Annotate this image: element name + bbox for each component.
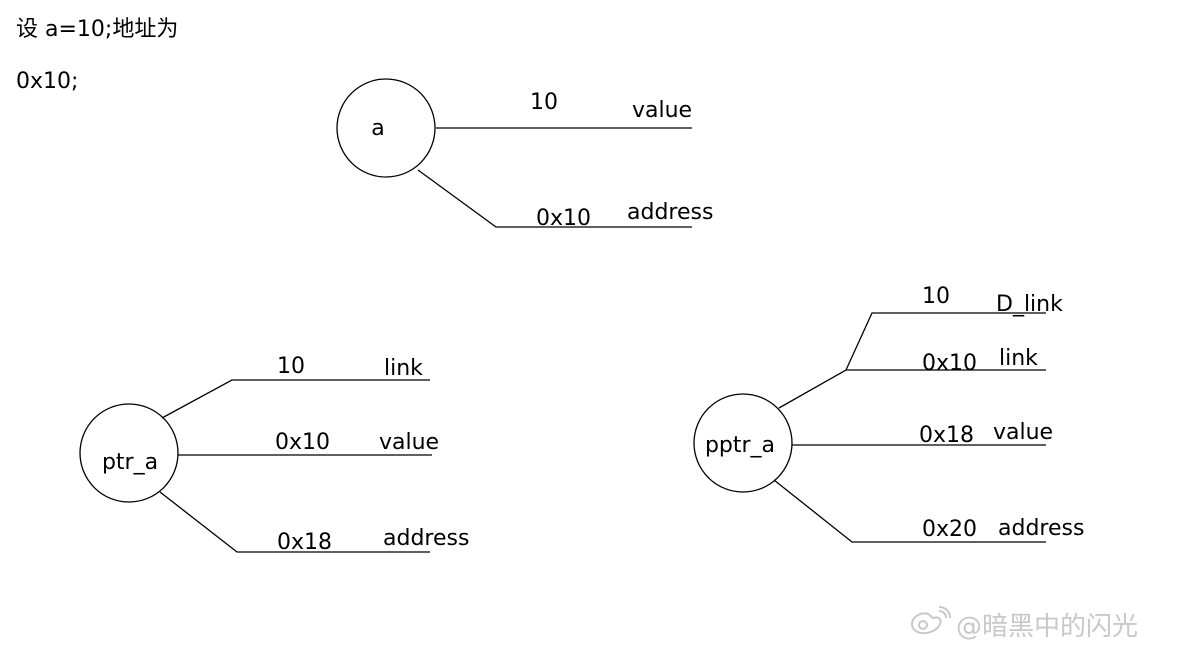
- node-ptr-a-value-field: value: [379, 430, 439, 455]
- node-a-address-field: address: [627, 200, 713, 225]
- node-ptr-a-link: 10: [277, 354, 305, 379]
- header-note-line2: 0x10;: [16, 69, 79, 94]
- node-pptr-a-value: 0x18: [919, 423, 974, 448]
- watermark: @暗黑中的闪光: [906, 605, 1139, 643]
- node-a-value: 10: [530, 90, 558, 115]
- node-pptr-a-link: 0x10: [922, 351, 977, 376]
- node-a-label: a: [371, 116, 384, 141]
- weibo-icon: [906, 605, 952, 643]
- node-pptr-a-address: 0x20: [922, 517, 977, 542]
- node-a-circle: [336, 78, 436, 178]
- node-ptr-a-address-branch: [159, 491, 430, 553]
- node-pptr-a: pptr_a 10 D_link 0x10 link 0x18 value 0x…: [693, 284, 1084, 543]
- node-pptr-a-d-link: 10: [922, 284, 950, 309]
- node-a-value-field: value: [632, 98, 692, 123]
- node-ptr-a-link-branch: [161, 379, 430, 419]
- header-note-line1: 设 a=10;地址为: [16, 17, 179, 42]
- node-pptr-a-address-field: address: [998, 516, 1084, 541]
- node-ptr-a-link-field: link: [384, 356, 423, 381]
- node-pptr-a-link-field: link: [999, 346, 1038, 371]
- node-pptr-a-label: pptr_a: [705, 433, 775, 458]
- node-ptr-a-circle: [79, 403, 179, 503]
- node-pptr-a-link-branch: [778, 369, 1046, 409]
- node-pptr-a-circle: [693, 393, 793, 493]
- node-ptr-a-address: 0x18: [277, 530, 332, 555]
- node-pptr-a-value-field: value: [993, 420, 1053, 445]
- node-a-address-branch: [417, 169, 692, 228]
- node-ptr-a: ptr_a 10 link 0x10 value 0x18 address: [79, 354, 469, 555]
- node-ptr-a-value: 0x10: [275, 430, 330, 455]
- node-pptr-a-d-link-branch: [845, 312, 1046, 371]
- node-pptr-a-d-link-field: D_link: [996, 292, 1063, 317]
- node-a: a 10 value 0x10 address: [336, 78, 713, 231]
- node-pptr-a-address-branch: [773, 479, 1046, 543]
- node-ptr-a-address-field: address: [383, 526, 469, 551]
- watermark-text: @暗黑中的闪光: [956, 611, 1139, 642]
- node-ptr-a-label: ptr_a: [102, 450, 158, 475]
- node-a-address: 0x10: [536, 206, 591, 231]
